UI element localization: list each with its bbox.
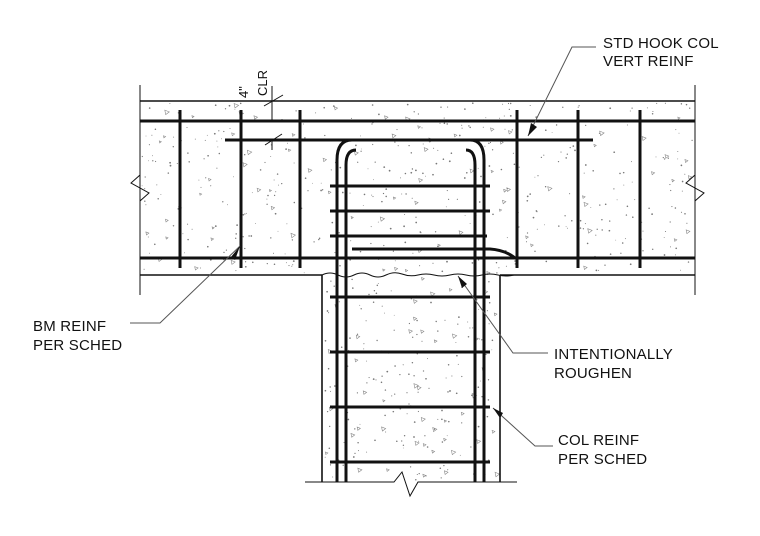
- roughened-interface: [321, 272, 515, 278]
- break-line-bottom: [305, 470, 517, 498]
- label-bm-reinf-line2: PER SCHED: [33, 337, 122, 354]
- column-reinforcement: [330, 138, 490, 482]
- break-line-right: [685, 101, 705, 275]
- label-bm-reinf-line1: BM REINF: [33, 318, 106, 335]
- label-col-reinf-line2: PER SCHED: [558, 451, 647, 468]
- clear-dim-abbr: CLR: [255, 70, 270, 96]
- beam-reinforcement: [140, 110, 695, 268]
- leader-lines: [130, 46, 596, 447]
- clear-dim-value: 4": [236, 86, 251, 98]
- label-col-reinf-line1: COL REINF: [558, 432, 639, 449]
- label-roughen-line1: INTENTIONALLY: [554, 346, 673, 363]
- clear-cover-dimension: 4" CLR: [236, 70, 284, 150]
- leader-arrowheads: [231, 123, 537, 418]
- concrete-outline: [139, 85, 696, 482]
- label-std-hook-line2: VERT REINF: [603, 53, 694, 70]
- concrete-hatch: [141, 102, 693, 481]
- label-roughen-line2: ROUGHEN: [554, 365, 632, 382]
- label-std-hook-line1: STD HOOK COL: [603, 35, 719, 52]
- break-line-left: [130, 101, 150, 275]
